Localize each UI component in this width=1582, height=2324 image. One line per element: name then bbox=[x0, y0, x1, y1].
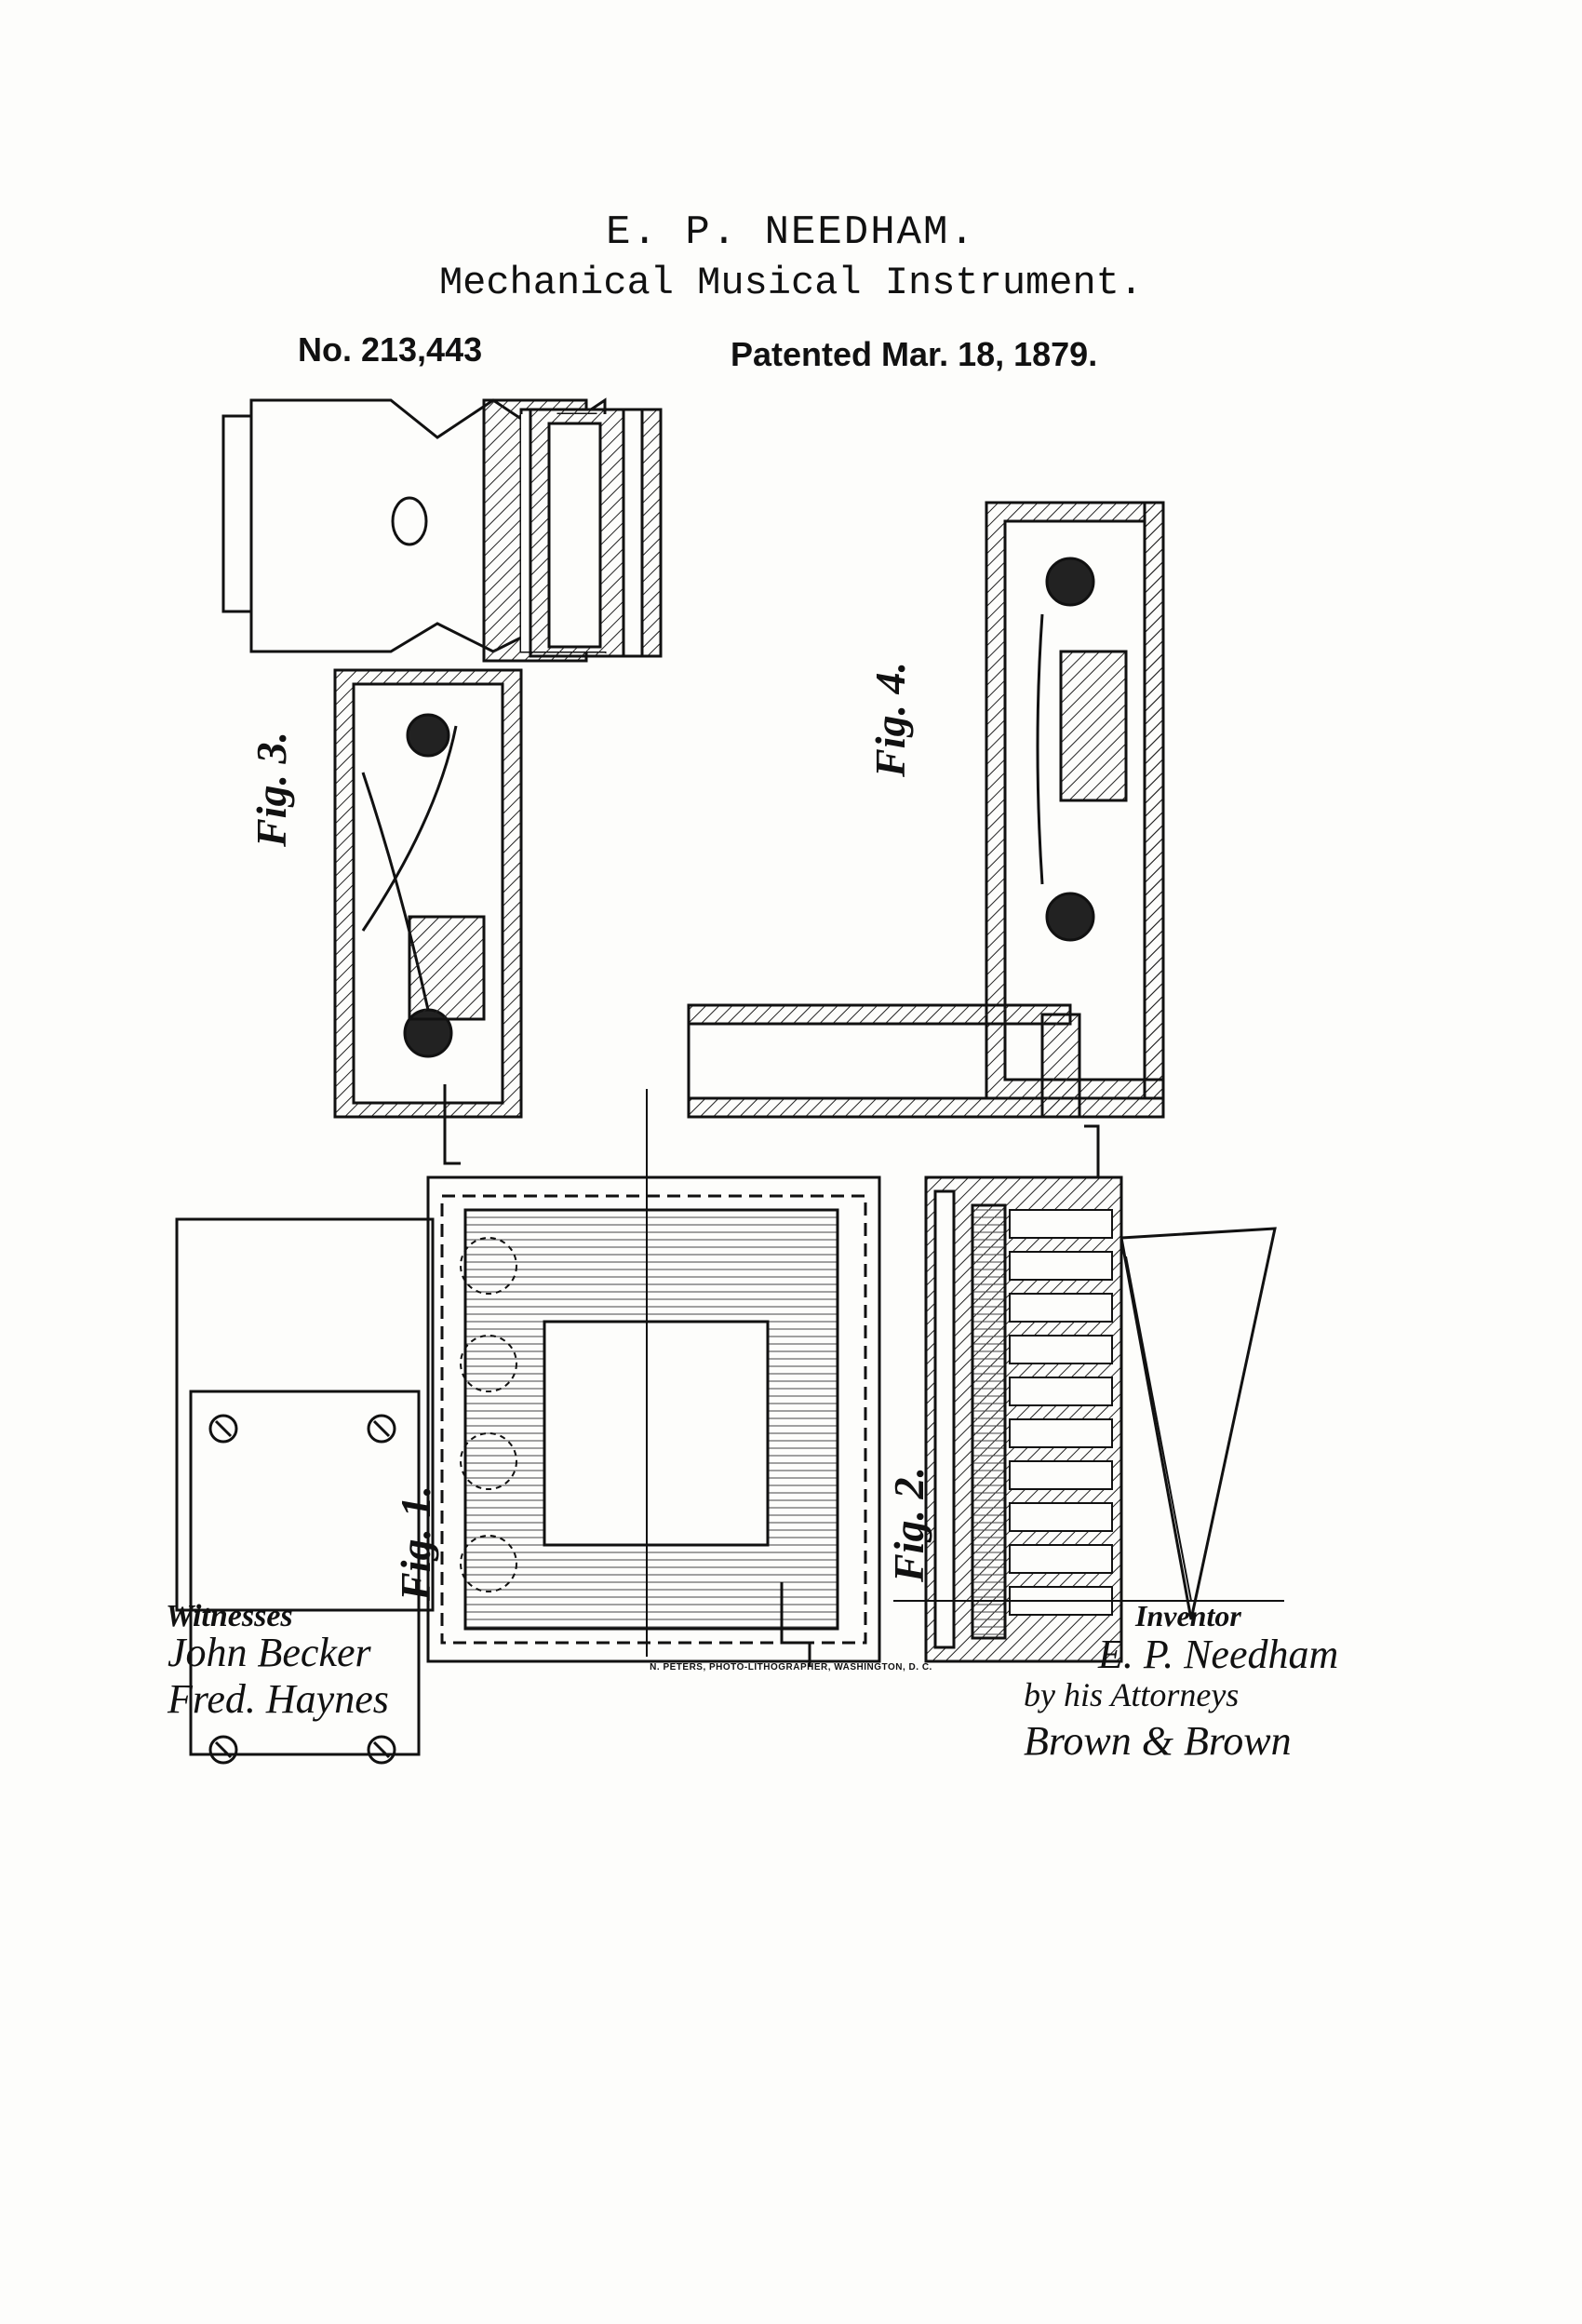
fig2-label: Fig. 2. bbox=[885, 1467, 932, 1582]
witnesses-label: Witnesses bbox=[166, 1599, 293, 1633]
fig2-drawing bbox=[893, 1124, 1284, 1663]
inventor-label: Inventor bbox=[1135, 1599, 1241, 1632]
attorneys-signature: Brown & Brown bbox=[1024, 1718, 1292, 1764]
patent-date: Patented Mar. 18, 1879. bbox=[731, 335, 1098, 373]
fig1-label: Fig. 1. bbox=[392, 1485, 439, 1601]
fig4-label: Fig. 4. bbox=[866, 662, 914, 777]
witness-name: Fred. Haynes bbox=[168, 1676, 389, 1722]
attorneys-line: by his Attorneys bbox=[1024, 1676, 1240, 1713]
fig3-drawing bbox=[221, 397, 663, 1119]
fig4-drawing bbox=[687, 501, 1165, 1119]
fig1-drawing bbox=[175, 1084, 881, 1765]
fig3-label: Fig. 3. bbox=[248, 732, 295, 847]
inventor-name-heading: E. P. NEEDHAM. bbox=[606, 209, 976, 256]
patent-title: Mechanical Musical Instrument. bbox=[438, 261, 1144, 305]
inventor-signature: E. P. Needham bbox=[1098, 1632, 1339, 1677]
patent-number: No. 213,443 bbox=[298, 330, 483, 369]
witness-name: John Becker bbox=[168, 1630, 371, 1675]
printer-credit: N. PETERS, PHOTO-LITHOGRAPHER, WASHINGTO… bbox=[650, 1662, 932, 1672]
